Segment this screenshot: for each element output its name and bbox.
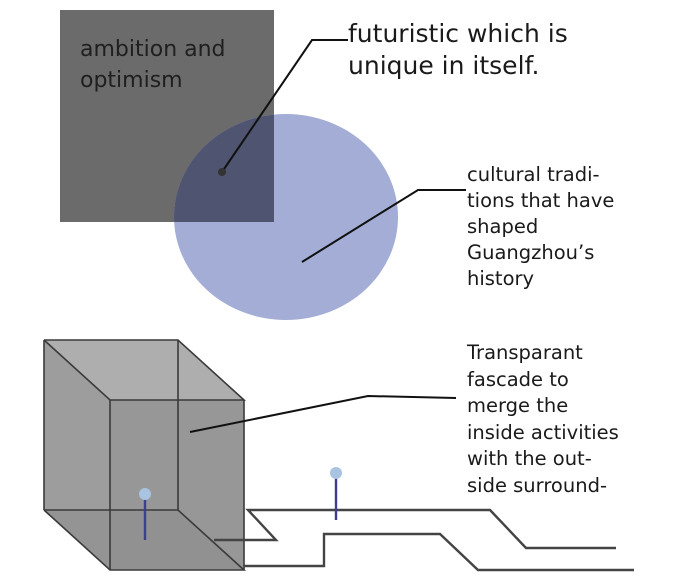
label-ambition: ambition and optimism <box>80 37 226 93</box>
label-transparent-facade: Transparant fascade to merge the inside … <box>467 341 619 497</box>
winding-path <box>214 508 634 572</box>
leader-transparent <box>189 394 457 433</box>
leader-cultural <box>301 189 466 263</box>
leader-futuristic-dot <box>218 168 226 176</box>
label-cultural-traditions: cultural tradi- tions that have shaped G… <box>467 163 615 290</box>
label-futuristic: futuristic which is unique in itself. <box>348 19 568 80</box>
pin-left <box>139 488 151 540</box>
leader-futuristic <box>221 39 348 173</box>
pin-right <box>330 467 342 520</box>
